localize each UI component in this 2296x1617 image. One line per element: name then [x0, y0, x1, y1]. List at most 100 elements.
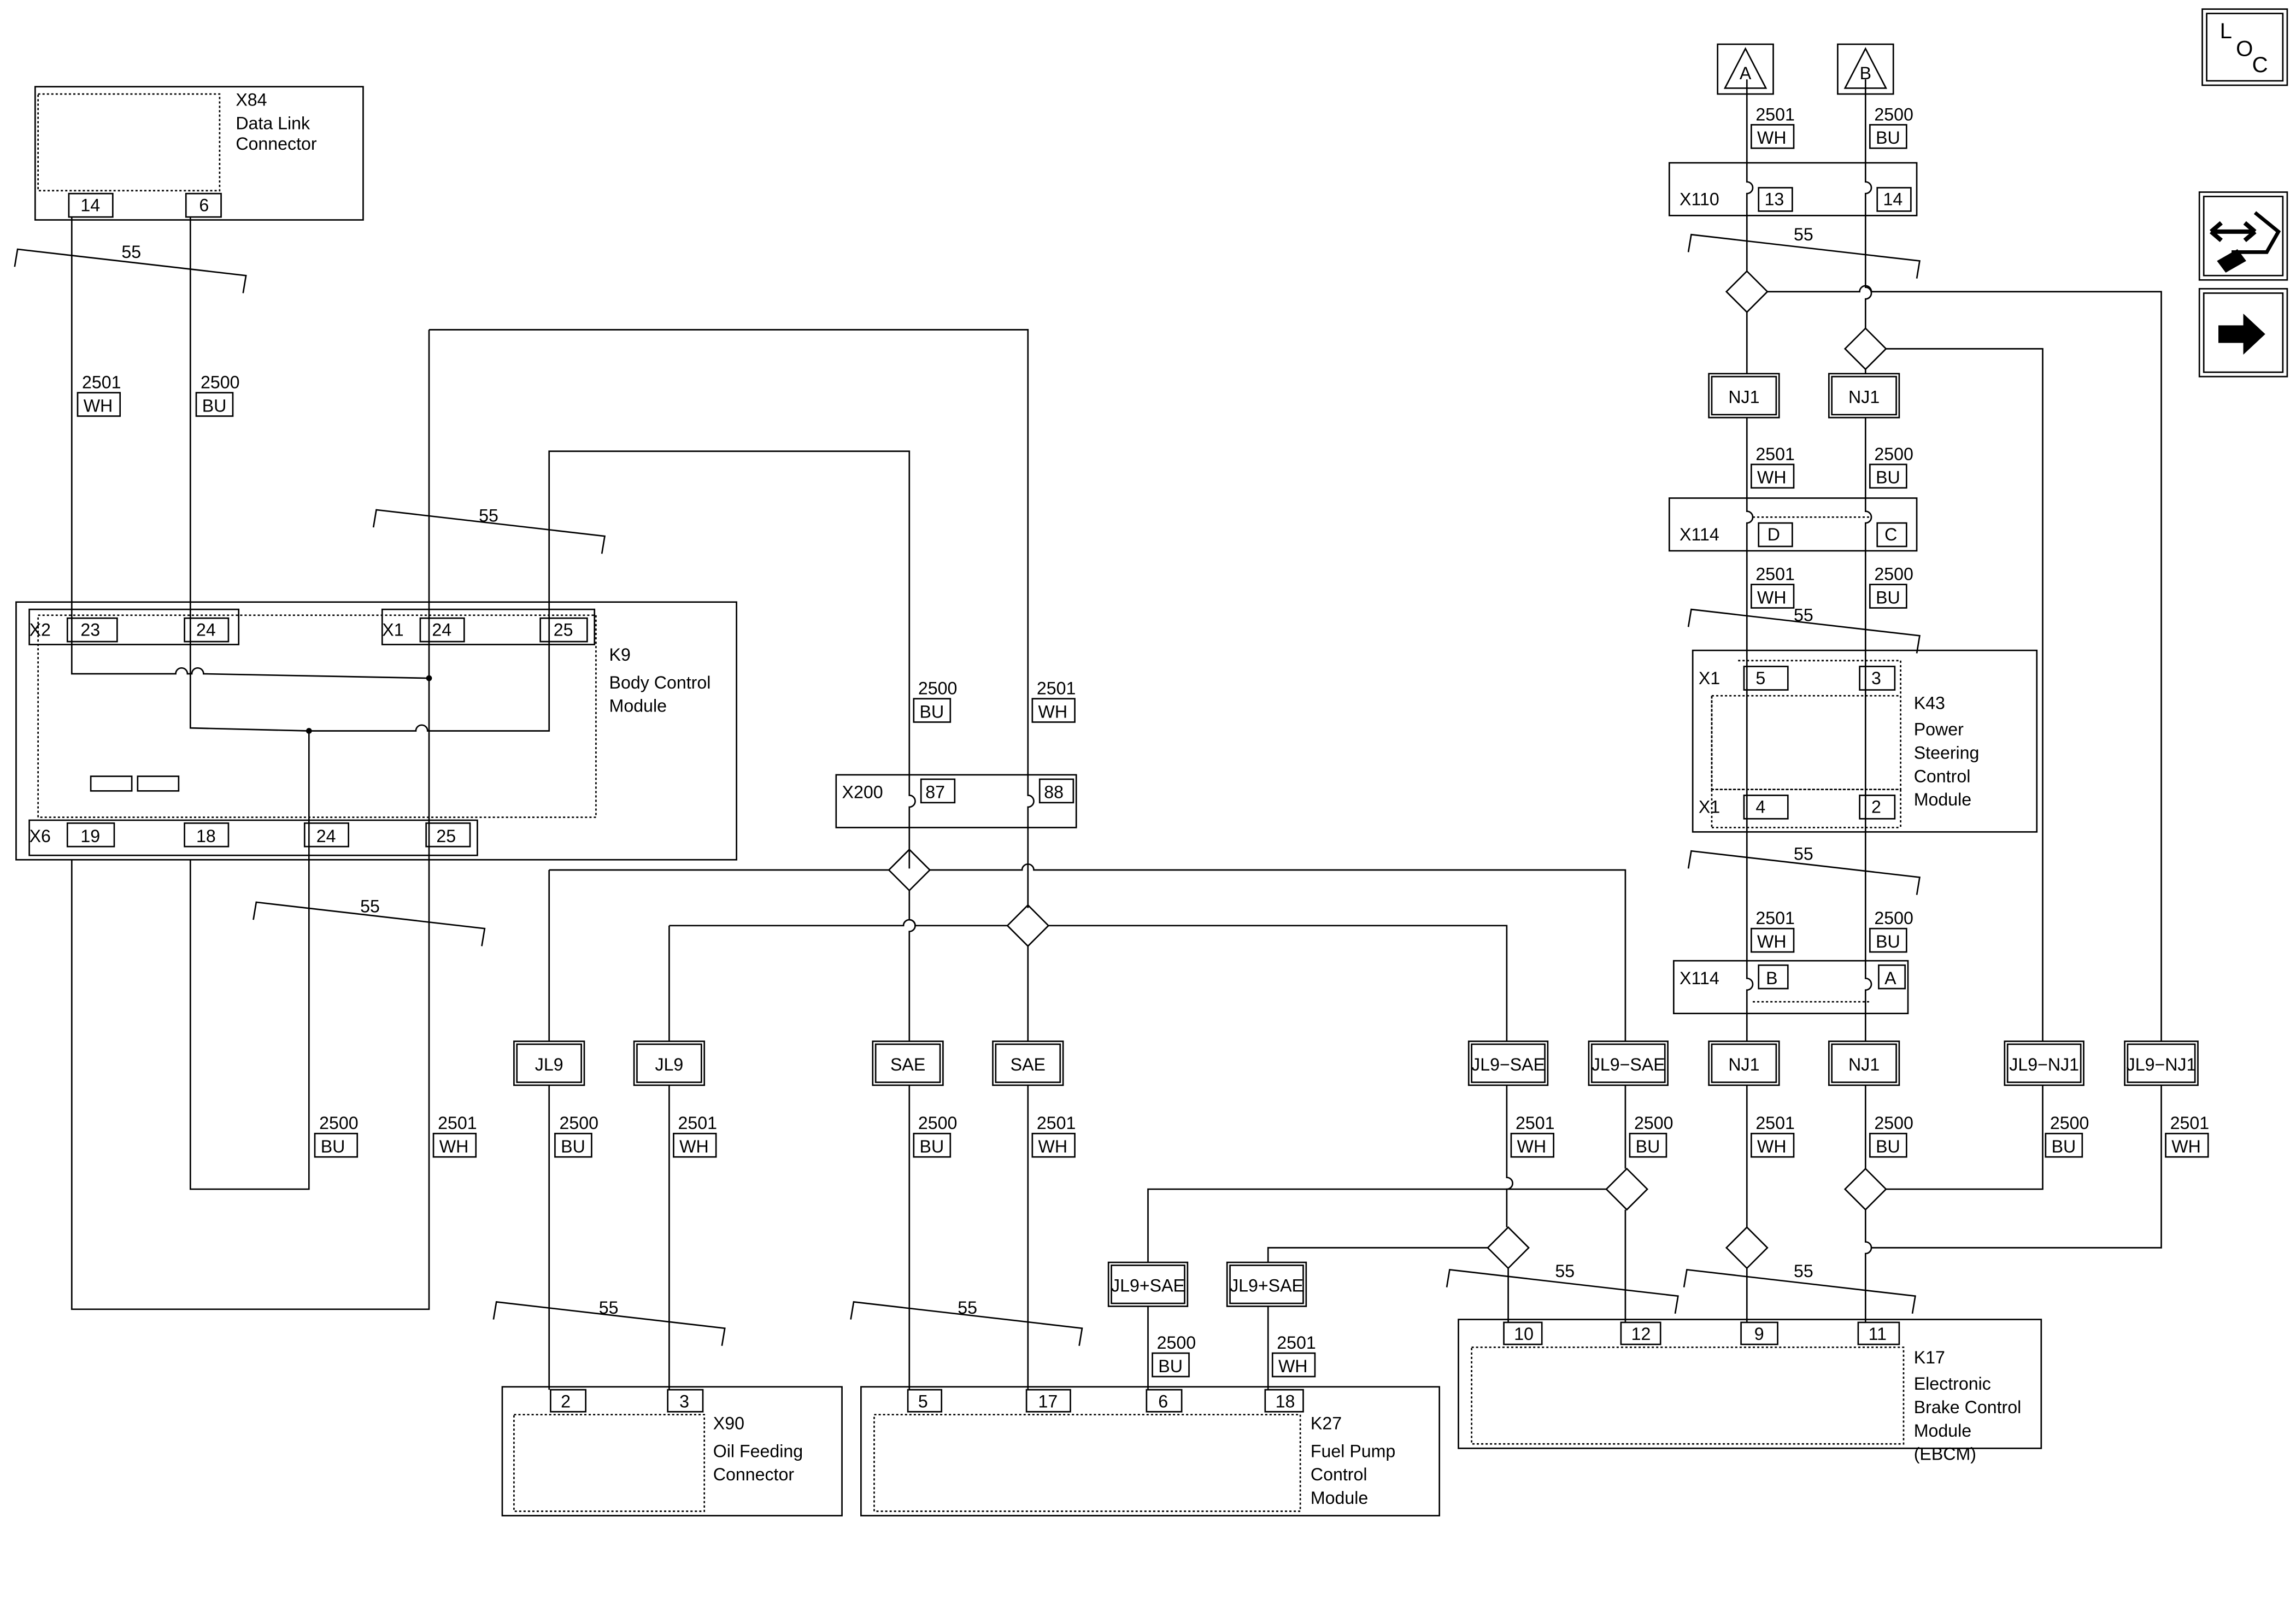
svg-text:BU: BU — [321, 1137, 345, 1156]
x90-name-2: Connector — [713, 1465, 795, 1484]
svg-text:24: 24 — [432, 620, 451, 639]
svg-text:L: L — [2220, 19, 2232, 43]
svg-text:WH: WH — [679, 1137, 709, 1156]
loc-icon[interactable]: L O C — [2201, 8, 2288, 86]
svg-text:11: 11 — [1869, 1324, 1887, 1344]
k9-resistor-2 — [137, 775, 180, 792]
k27-id: K27 — [1311, 1413, 1342, 1433]
svg-text:BU: BU — [1636, 1137, 1660, 1156]
wire-2500-bu-upper — [189, 217, 916, 869]
svg-text:WH: WH — [1757, 468, 1787, 487]
option-jl9-sae: JL9−SAE — [1471, 1055, 1545, 1074]
option-jl9: JL9 — [655, 1055, 683, 1074]
k17-inner — [1471, 1346, 1905, 1445]
option-sae: SAE — [1011, 1055, 1046, 1074]
k9-inner — [37, 614, 597, 818]
connector-end-view-icon[interactable] — [2198, 191, 2288, 281]
svg-text:55: 55 — [958, 1298, 977, 1318]
svg-text:BU: BU — [1158, 1356, 1183, 1376]
k9-x2-strip — [28, 608, 240, 645]
svg-text:BU: BU — [1876, 468, 1900, 487]
svg-text:2501: 2501 — [1277, 1333, 1316, 1353]
svg-text:6: 6 — [1158, 1391, 1168, 1411]
x200-label: X200 — [842, 783, 883, 802]
k17-name-1: Electronic — [1914, 1374, 1991, 1393]
svg-text:2501: 2501 — [1755, 908, 1795, 928]
ref-a-box — [1717, 43, 1774, 95]
svg-text:17: 17 — [1038, 1391, 1058, 1411]
svg-text:D: D — [1767, 525, 1780, 544]
k9-name-2: Module — [609, 696, 667, 716]
svg-text:BU: BU — [920, 702, 944, 721]
svg-text:2500: 2500 — [1874, 444, 1913, 464]
svg-text:3: 3 — [679, 1391, 689, 1411]
x90-box — [501, 1386, 843, 1516]
k9-x1-strip — [381, 608, 596, 645]
splice-k17-nj1-bu — [1843, 1167, 1887, 1211]
svg-text:C: C — [2252, 52, 2268, 77]
svg-text:WH: WH — [439, 1137, 469, 1156]
svg-text:O: O — [2236, 36, 2253, 61]
k17-id: K17 — [1914, 1348, 1945, 1367]
ref-a-label: A — [1740, 63, 1752, 83]
svg-text:2501: 2501 — [1037, 679, 1076, 698]
svg-text:2501: 2501 — [1755, 1113, 1795, 1133]
svg-text:24: 24 — [316, 826, 336, 846]
svg-text:BU: BU — [202, 396, 227, 415]
k27-name-1: Fuel Pump — [1311, 1441, 1395, 1461]
wire-2500-bu-right — [1864, 79, 1872, 328]
option-sae: SAE — [890, 1055, 925, 1074]
ref-b-label: B — [1860, 63, 1871, 83]
svg-text:18: 18 — [1276, 1391, 1295, 1411]
option-jl9-nj1: JL9−NJ1 — [2009, 1055, 2079, 1074]
svg-text:5: 5 — [1755, 668, 1765, 688]
svg-text:WH: WH — [1757, 1137, 1787, 1156]
wire-2501-wh-left — [71, 217, 430, 679]
svg-text:2501: 2501 — [438, 1113, 477, 1133]
svg-text:C: C — [1884, 525, 1897, 544]
svg-text:BU: BU — [1876, 587, 1900, 607]
k27-name-3: Module — [1311, 1488, 1368, 1508]
svg-text:2501: 2501 — [1755, 444, 1795, 464]
svg-text:WH: WH — [84, 396, 113, 415]
k43-x1-upper-label: X1 — [1699, 668, 1720, 688]
ref-b-box — [1837, 43, 1894, 95]
option-nj1: NJ1 — [1728, 387, 1759, 407]
svg-text:2: 2 — [1871, 797, 1881, 817]
svg-text:55: 55 — [360, 897, 380, 916]
svg-text:BU: BU — [1876, 1137, 1900, 1156]
option-nj1: NJ1 — [1848, 1055, 1880, 1074]
svg-text:55: 55 — [121, 242, 141, 262]
next-page-arrow-icon[interactable] — [2198, 288, 2288, 378]
k43-name-4: Module — [1914, 790, 1971, 809]
x110-label: X110 — [1680, 190, 1719, 209]
svg-text:14: 14 — [80, 195, 100, 215]
option-jl9-sae: JL9−SAE — [1592, 1055, 1665, 1074]
x200-box — [835, 774, 1077, 828]
svg-text:6: 6 — [199, 195, 209, 215]
k9-box — [15, 601, 737, 861]
svg-text:WH: WH — [1038, 702, 1068, 721]
x90-id: X90 — [713, 1413, 744, 1433]
svg-text:BU: BU — [1876, 128, 1900, 148]
svg-text:9: 9 — [1754, 1324, 1764, 1344]
x90-name-1: Oil Feeding — [713, 1441, 803, 1461]
splice-k17-bu — [1605, 1167, 1649, 1211]
wire-2500-bu-loop — [189, 731, 310, 1190]
option-nj1: NJ1 — [1848, 387, 1880, 407]
svg-text:3: 3 — [1871, 668, 1881, 688]
svg-text:A: A — [1884, 968, 1896, 988]
x84-inner — [37, 93, 221, 192]
svg-text:WH: WH — [1757, 128, 1787, 148]
ref-b-triangle — [1843, 47, 1888, 89]
svg-text:2500: 2500 — [1157, 1333, 1196, 1353]
svg-text:2501: 2501 — [1755, 565, 1795, 584]
wire-2501-wh-return — [71, 330, 430, 1310]
x114-bottom-box — [1672, 960, 1909, 1014]
svg-text:55: 55 — [599, 1298, 619, 1318]
svg-text:2500: 2500 — [201, 373, 240, 392]
svg-text:25: 25 — [554, 620, 573, 639]
option-jl9-nj1: JL9−NJ1 — [2127, 1055, 2197, 1074]
k43-x1-lower-label: X1 — [1699, 797, 1720, 817]
x84-name-1: Data Link — [236, 113, 310, 133]
